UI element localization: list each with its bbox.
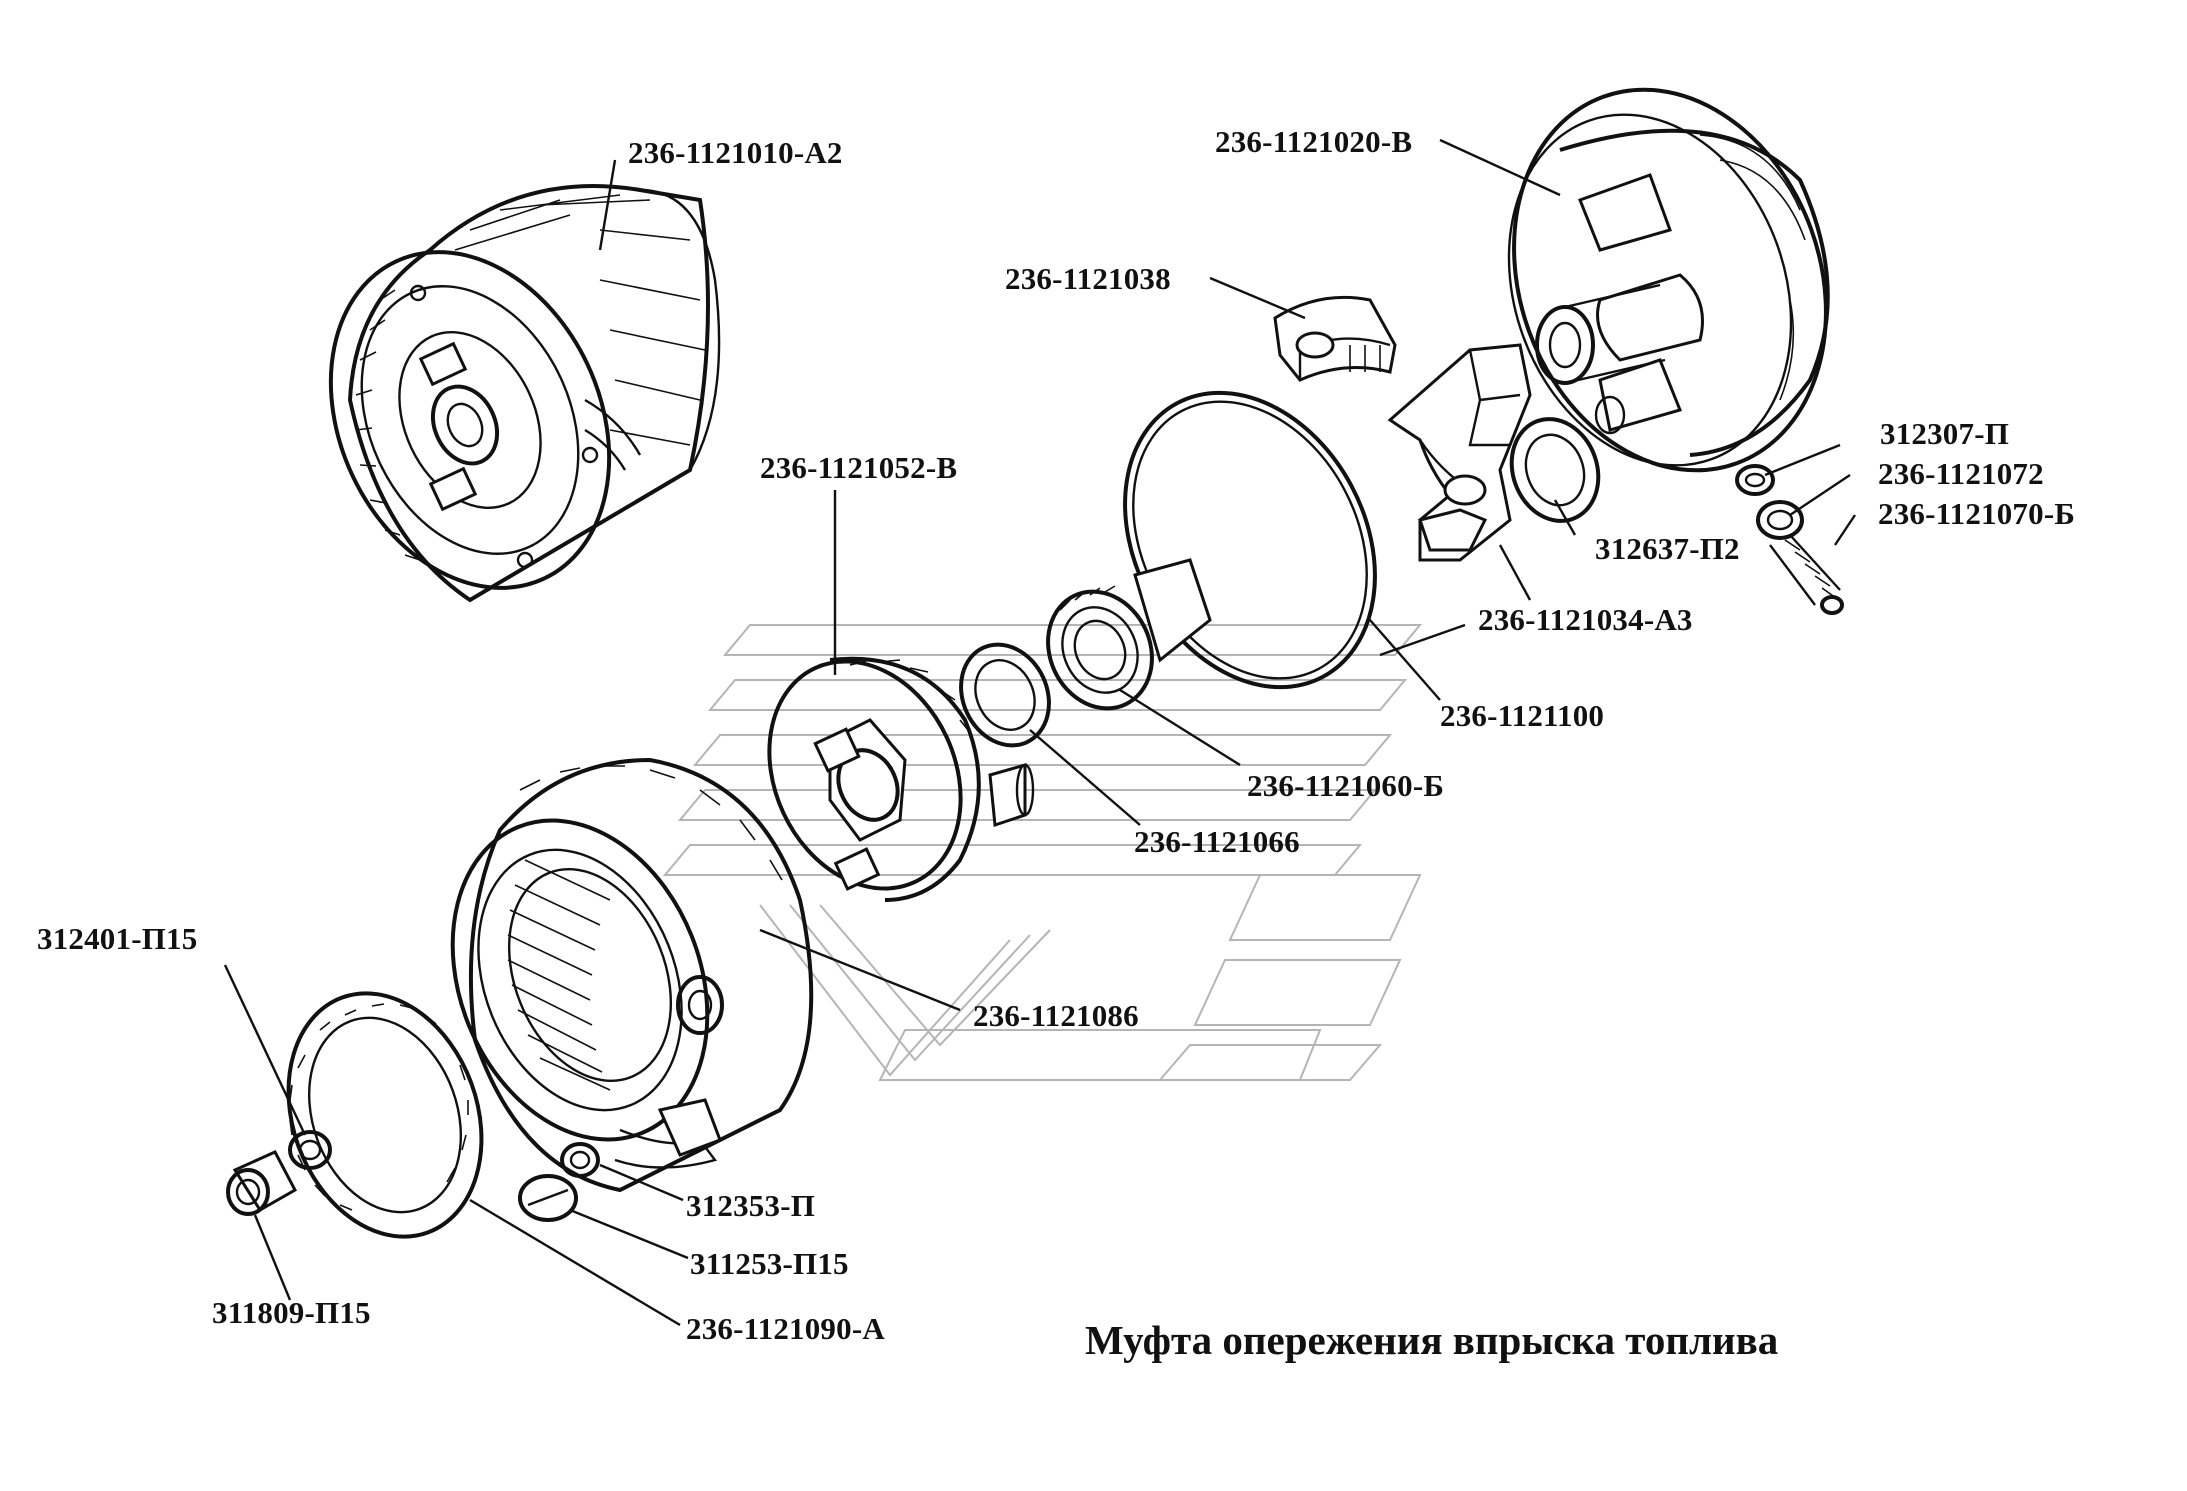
spring-assembly-part (1735, 464, 1844, 615)
part-label-drive-half: 236-1121052-В (760, 450, 958, 485)
weight-segment-part (1273, 295, 1397, 382)
part-label-seal-ring: 236-1121090-А (686, 1311, 885, 1346)
ring-part (288, 1130, 332, 1170)
part-label-spring: 236-1121070-Б (1878, 496, 2076, 531)
weight-part (1387, 343, 1532, 562)
part-label-bushing: 236-1121066 (1134, 824, 1300, 859)
washer-part (1509, 417, 1601, 523)
part-label-hub-housing: 236-1121010-А2 (628, 135, 843, 170)
cuff-part (1046, 558, 1212, 711)
part-label-weight: 236-1121034-А3 (1478, 602, 1693, 637)
plug-part (518, 1174, 578, 1222)
part-label-flange-hub: 236-1121020-В (1215, 124, 1413, 159)
part-label-o-ring: 236-1121100 (1440, 698, 1605, 733)
part-label-cuff: 236-1121060-Б (1247, 768, 1445, 803)
watermark-logo (662, 624, 1423, 1081)
screw-part (226, 1150, 298, 1216)
nut-ring-part (450, 757, 814, 1193)
part-label-nut-ring: 236-1121086 (973, 998, 1139, 1033)
part-label-spring-seat: 236-1121072 (1878, 456, 2044, 491)
part-label-screw: 311809-П15 (212, 1295, 371, 1330)
flange-hub-part (1507, 87, 1830, 473)
drive-half-part (767, 656, 1035, 902)
o-ring-part (1123, 390, 1377, 690)
part-label-pin: 312307-П (1880, 416, 2010, 451)
part-label-ring: 312401-П15 (37, 921, 198, 956)
part-label-washer: 312637-П2 (1595, 531, 1740, 566)
plug-washer-part (560, 1142, 600, 1178)
hub-housing-part (328, 184, 721, 603)
seal-ring-part (286, 991, 484, 1239)
part-label-plug-washer: 312353-П (686, 1188, 816, 1223)
part-label-weight-segment: 236-1121038 (1005, 261, 1171, 296)
part-label-plug: 311253-П15 (690, 1246, 849, 1281)
leader-lines (223, 138, 1856, 1327)
bushing-part (959, 642, 1051, 748)
diagram-title: Муфта опережения впрыска топлива (1085, 1317, 1779, 1363)
